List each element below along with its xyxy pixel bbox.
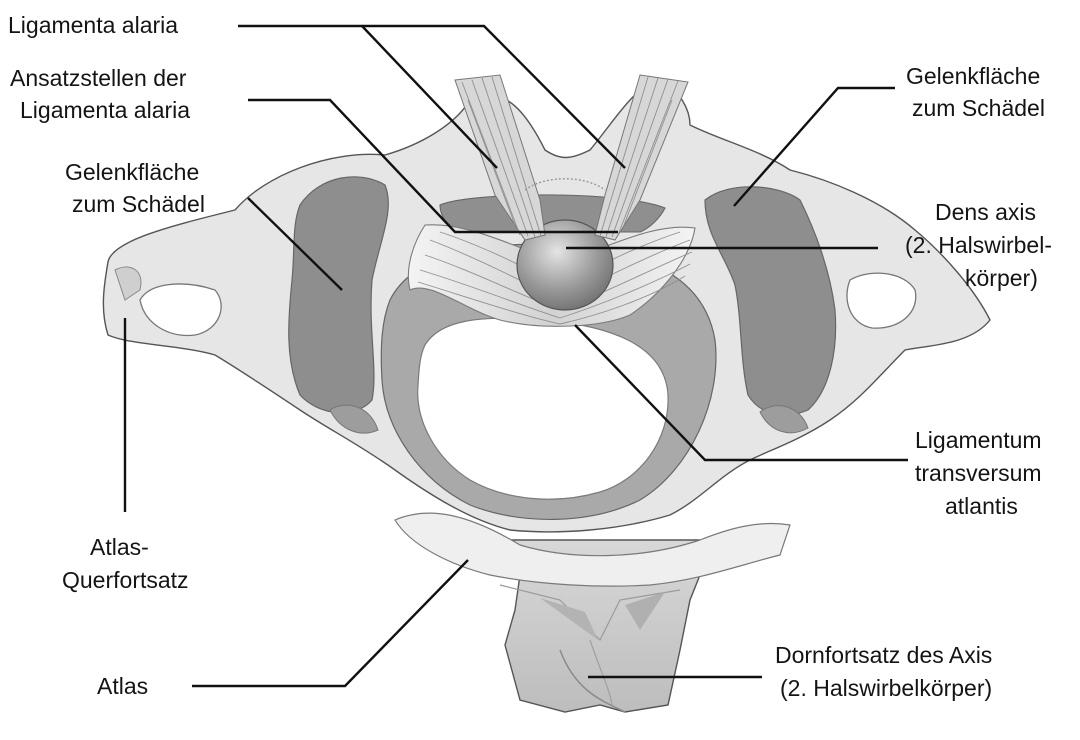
vertebra-illustration bbox=[103, 75, 990, 712]
label-gelenkflaeche-left: Gelenkfläche zum Schädel bbox=[65, 159, 206, 217]
label-atlas-querfortsatz: Atlas- Querfortsatz bbox=[62, 534, 189, 593]
label-ligamentum-transversum: Ligamentum transversum atlantis bbox=[915, 427, 1048, 519]
label-ansatzstellen: Ansatzstellen der Ligamenta alaria bbox=[10, 65, 193, 123]
leader-atlas bbox=[192, 560, 468, 686]
label-dornfortsatz: Dornfortsatz des Axis (2. Halswirbelkörp… bbox=[775, 642, 999, 701]
label-atlas: Atlas bbox=[97, 673, 148, 699]
label-ligamenta-alaria: Ligamenta alaria bbox=[8, 12, 178, 38]
label-gelenkflaeche-right: Gelenkfläche zum Schädel bbox=[906, 63, 1047, 121]
